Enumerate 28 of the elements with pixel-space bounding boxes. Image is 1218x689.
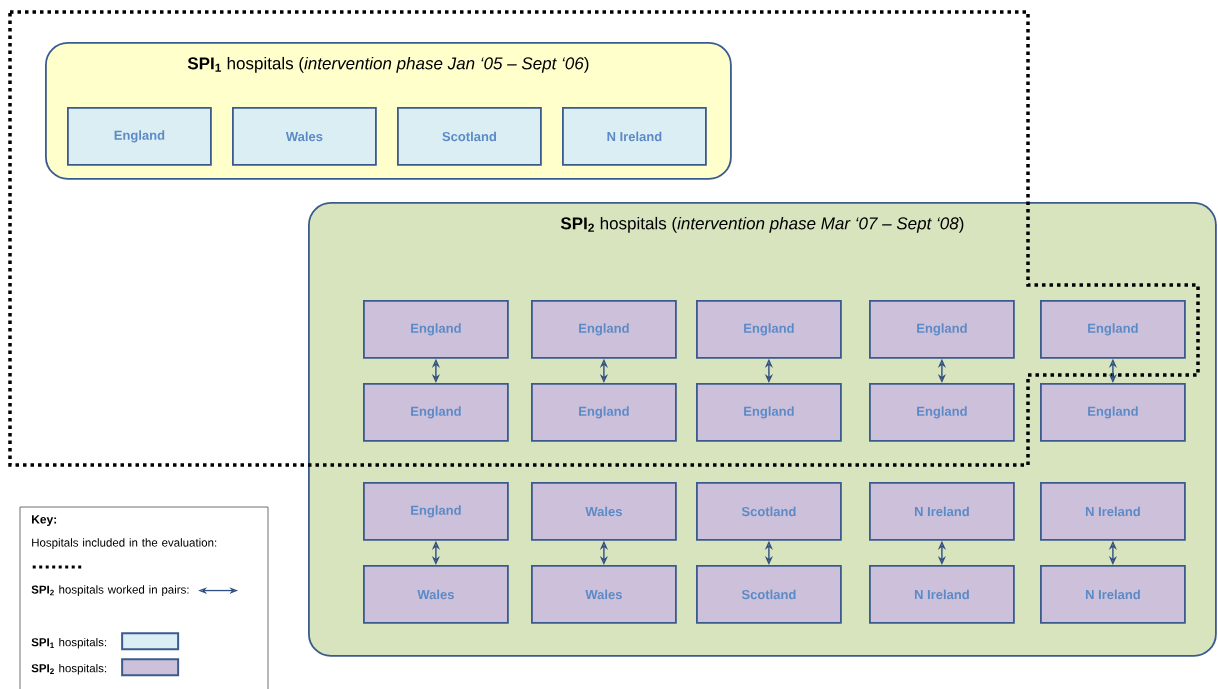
- hospital-box: Scotland: [696, 482, 842, 541]
- hospital-box: England: [696, 383, 842, 442]
- hospital-box: N Ireland: [869, 482, 1015, 541]
- hospital-box: Wales: [531, 482, 677, 541]
- key-heading: Key:: [32, 515, 57, 526]
- hospital-box: N Ireland: [1040, 565, 1186, 624]
- hospital-box: Scotland: [397, 107, 542, 166]
- hospital-box: England: [363, 482, 509, 541]
- hospital-box: Wales: [363, 565, 509, 624]
- hospital-box: England: [869, 383, 1015, 442]
- hospital-box: England: [1040, 383, 1186, 442]
- hospital-box: England: [363, 300, 509, 359]
- hospital-box: England: [1040, 300, 1186, 359]
- legend-entry: SPI$_{2}$ hospitals:: [31, 658, 180, 677]
- hospital-box: England: [67, 107, 212, 166]
- hospital-box: N Ireland: [1040, 482, 1186, 541]
- legend-entry: SPI$_{1}$ hospitals:: [31, 632, 180, 651]
- hospital-box: England: [531, 300, 677, 359]
- hospital-box: England: [869, 300, 1015, 359]
- legend-entry: Hospitals included in the evaluation:: [32, 538, 217, 569]
- hospital-box: Wales: [531, 565, 677, 624]
- hospital-box: England: [363, 383, 509, 442]
- hospital-box: England: [531, 383, 677, 442]
- hospital-box: Scotland: [696, 565, 842, 624]
- hospital-box: England: [696, 300, 842, 359]
- hospital-box: N Ireland: [562, 107, 707, 166]
- hospital-box: Wales: [232, 107, 377, 166]
- hospital-box: N Ireland: [869, 565, 1015, 624]
